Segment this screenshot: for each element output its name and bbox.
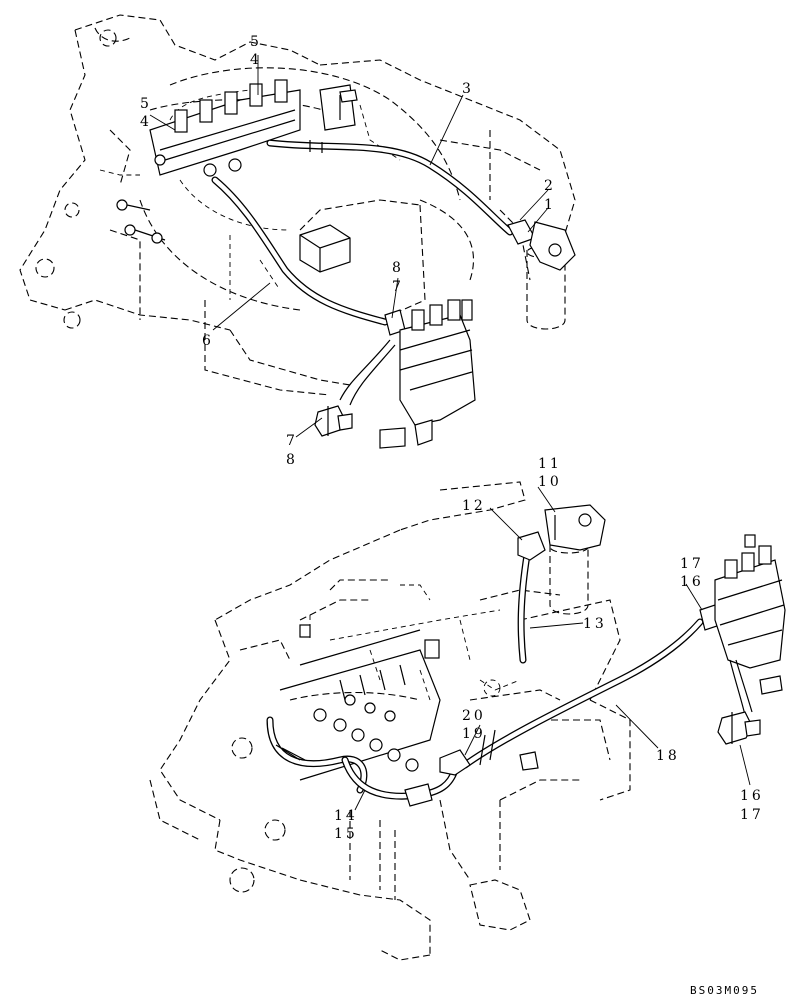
callout-15: 15 [334,826,358,842]
hose-13 [517,531,546,664]
callout-6: 6 [202,333,214,349]
callout-2: 2 [544,178,556,194]
callout-1: 1 [544,197,556,213]
hose-18 [461,618,704,769]
callout-14: 14 [334,808,358,824]
fitting-19-20 [439,749,539,776]
callout-12: 12 [462,498,486,514]
callout-11: 11 [538,456,562,472]
upper-control-valve [339,299,476,449]
callout-13: 13 [583,616,607,632]
lower-tee-fitting [717,711,761,745]
upper-tee-fitting [314,405,353,437]
callout-20: 20 [462,708,486,724]
callout-5-upper-b: 5 [140,96,152,112]
upper-left-fittings [116,89,358,244]
leader-lines [149,55,751,811]
callout-8-lower: 8 [286,452,298,468]
upper-right-fitting [507,219,576,271]
callout-5-upper-a: 5 [250,34,262,50]
upper-center-block [299,224,351,273]
lower-filter-canister [549,540,589,615]
lower-right-control-valve [699,534,786,716]
callout-8-upper: 8 [392,260,404,276]
callout-17-upper: 17 [680,556,704,572]
callout-7-upper: 7 [392,279,404,295]
hose-3 [266,139,514,236]
callout-18: 18 [656,748,680,764]
hoses-14-15 [266,716,459,807]
callout-7-lower: 7 [286,433,298,449]
upper-frame-phantom [19,14,576,396]
callout-19: 19 [462,726,486,742]
callout-16-upper: 16 [680,574,704,590]
upper-valve-bank [149,79,356,177]
callout-17-lower: 17 [740,807,764,823]
callout-10: 10 [538,474,562,490]
lower-tank-fitting [544,504,606,551]
callout-3: 3 [462,81,474,97]
upper-assembly [19,14,576,449]
lower-assembly [149,481,786,961]
main-valve-bank [279,624,441,781]
callout-4-upper-b: 4 [140,114,152,130]
callout-4-upper-a: 4 [250,52,262,68]
callout-16-lower: 16 [740,788,764,804]
hose-6 [211,176,389,326]
callout-labels: 5 4 5 4 3 2 1 8 7 6 7 8 11 10 12 13 17 1… [140,34,764,842]
drawing-reference-code: BS03M095 [690,984,759,997]
